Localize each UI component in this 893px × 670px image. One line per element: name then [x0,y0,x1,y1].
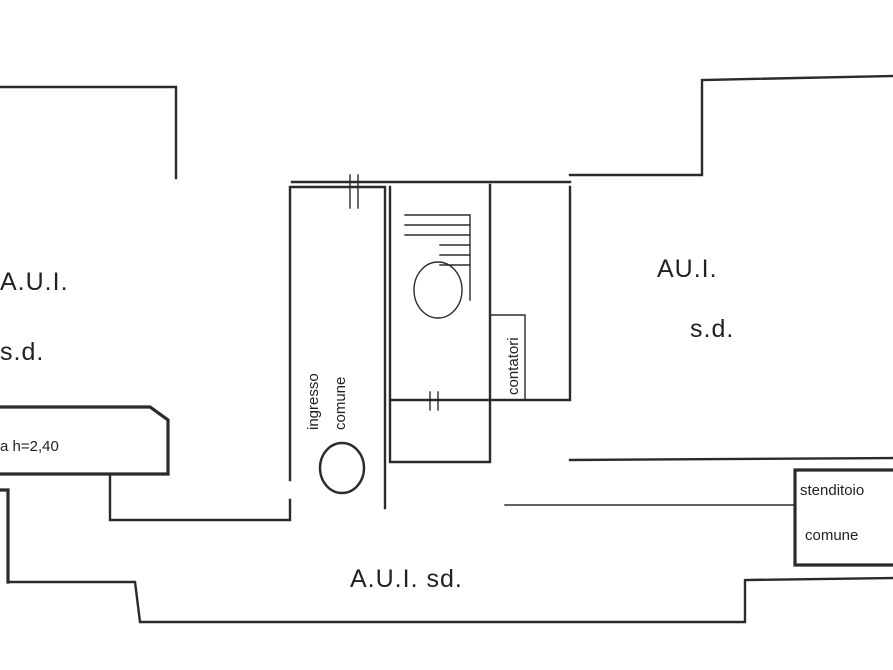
left-unit-subtitle: s.d. [0,338,45,366]
left-lower-wall [0,488,10,584]
drying-room-label-line1: stenditoio [800,482,865,499]
entrance-outer-wall [288,185,387,510]
bottom-unit-wall [6,576,893,624]
counter-box [489,314,526,401]
entrance-label-line2: comune [332,376,349,430]
entrance-label-line1: ingresso [305,373,322,430]
lower-core-wall [388,398,492,464]
right-unit-title: AU.I. [657,255,718,283]
left-inner-wall [108,472,292,522]
left-unit-top-wall [0,85,178,180]
counter-label: contatori [505,337,522,395]
core-fixture [413,261,463,319]
bottom-unit-label: A.U.I. sd. [350,565,463,593]
right-unit-bottom-wall [568,456,893,462]
left-unit-title: A.U.I. [0,268,69,296]
stair-steps [404,214,471,301]
left-small-room-wall [0,405,170,476]
drying-room-wall [793,468,893,567]
drying-room-label-line2: comune [805,527,859,544]
entrance-fixture [318,441,366,495]
stair-core-wall [388,185,572,402]
right-unit-subtitle: s.d. [690,315,735,343]
right-unit-top-wall [568,74,893,177]
left-small-room-label: a h=2,40 [0,438,59,455]
